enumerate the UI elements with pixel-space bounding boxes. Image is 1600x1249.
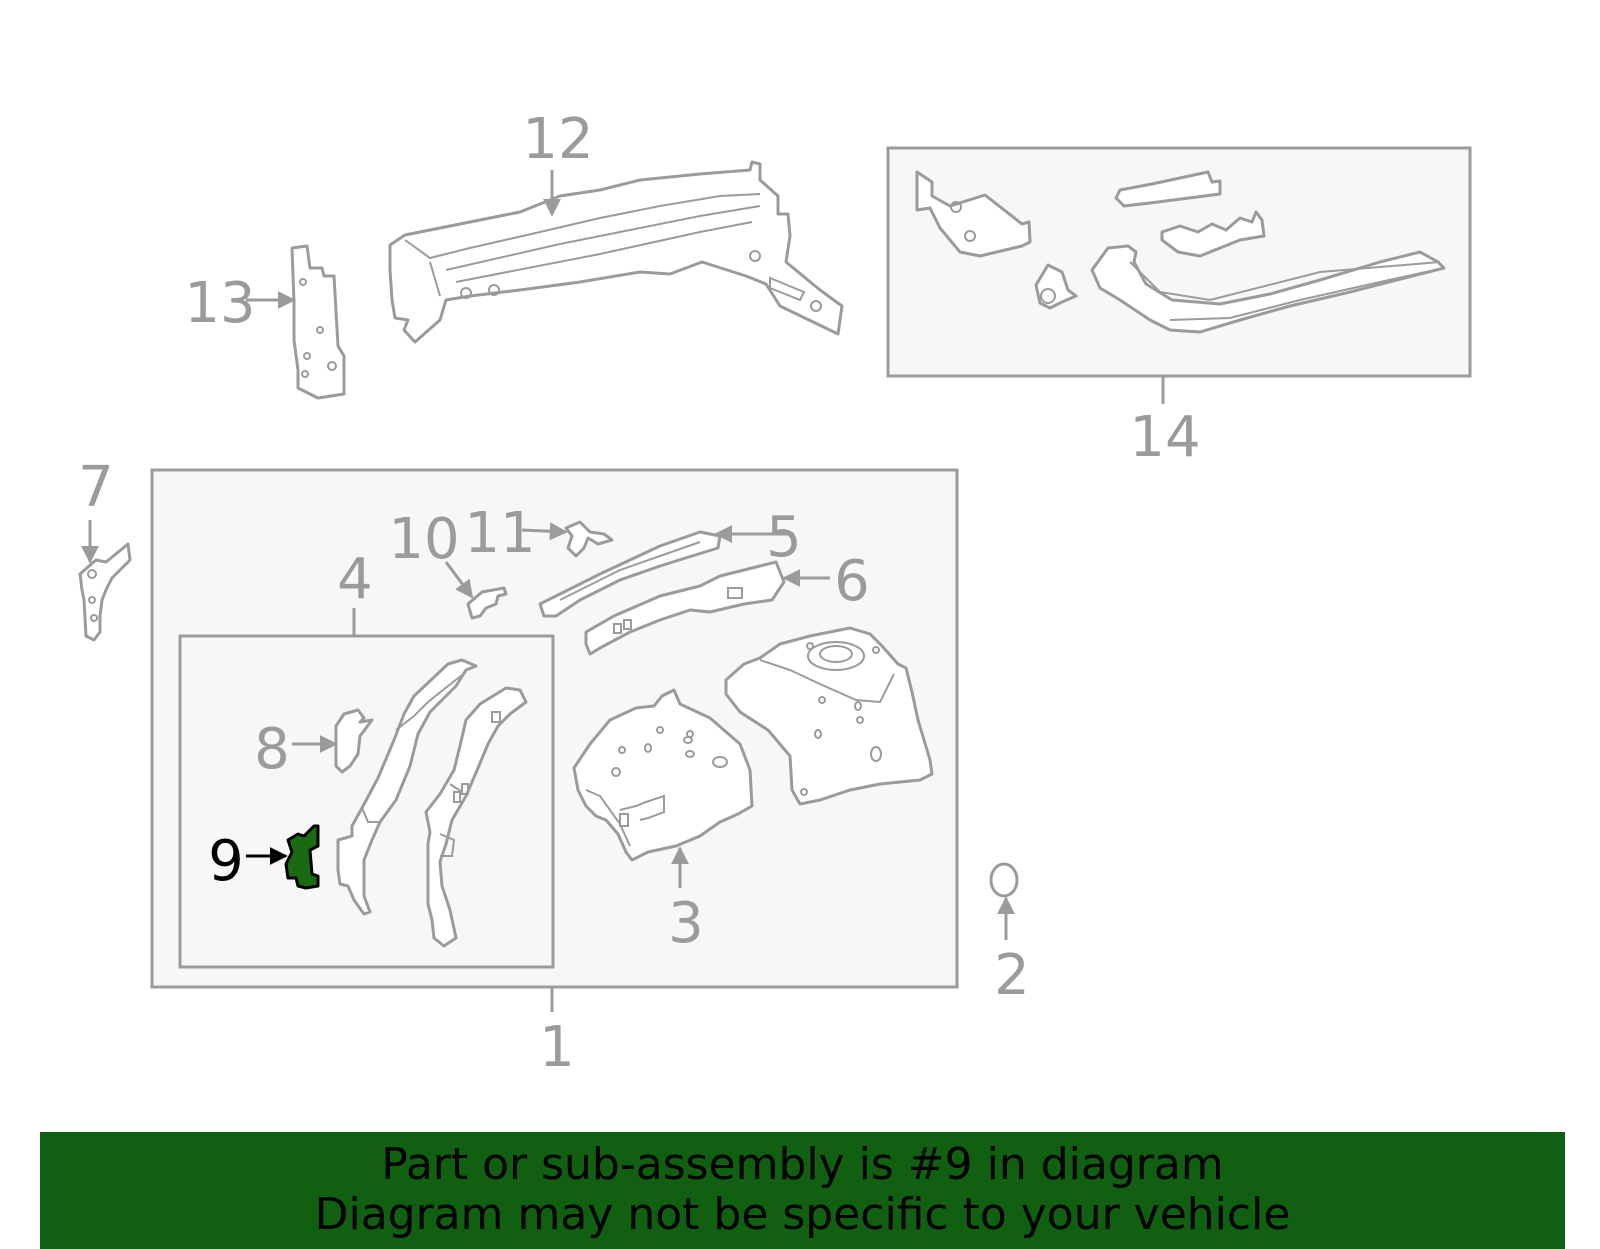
part-shock-tower [724, 626, 934, 806]
callout-12: 12 [522, 107, 593, 172]
part-7-bracket [78, 542, 132, 642]
part-2-plug [989, 862, 1019, 898]
banner-line-2: Diagram may not be specific to your vehi… [314, 1189, 1291, 1240]
part-5-rail [538, 530, 722, 618]
part-6-rail [584, 560, 786, 656]
part-3-wheelhouse [572, 688, 754, 862]
part-14-small-mount [1034, 263, 1078, 310]
part-7-group: 7 [78, 455, 132, 642]
info-banner: Part or sub-assembly is #9 in diagram Di… [40, 1132, 1565, 1249]
part-2-group: 2 [989, 862, 1030, 1008]
part-14-gusset [1160, 210, 1266, 258]
callout-11: 11 [464, 501, 535, 566]
callout-7: 7 [78, 455, 114, 520]
callout-10: 10 [388, 507, 459, 572]
callout-5: 5 [766, 505, 802, 570]
callout-2: 2 [994, 943, 1030, 1008]
part-10-clip [466, 586, 508, 620]
callout-9: 9 [208, 829, 244, 894]
part-12-crossmember [388, 160, 844, 344]
assembly-box-1: 1 10 11 5 6 3 [150, 468, 959, 1080]
part-14-bracket [915, 170, 1032, 258]
part-8-bracket [334, 708, 374, 774]
part-14-upper-rail [1114, 170, 1222, 208]
callout-3: 3 [668, 891, 704, 956]
callout-4: 4 [337, 547, 373, 612]
part-pillar-left [336, 658, 478, 916]
callout-6: 6 [834, 549, 870, 614]
assembly-box-14: 14 [886, 146, 1472, 470]
part-14-long-rail [1090, 244, 1446, 334]
callout-1: 1 [539, 1015, 575, 1080]
callout-14: 14 [1129, 405, 1200, 470]
part-13-bracket [290, 244, 346, 400]
part-pillar-right [424, 686, 528, 948]
banner-line-1: Part or sub-assembly is #9 in diagram [381, 1139, 1224, 1190]
callout-13: 13 [184, 271, 255, 336]
part-9-highlighted[interactable] [284, 824, 320, 890]
assembly-box-4: 4 8 9 [178, 547, 555, 969]
part-12-group: 12 [388, 107, 844, 344]
callout-8: 8 [254, 717, 290, 782]
part-13-group: 13 [184, 244, 346, 400]
part-11-clip [564, 520, 614, 558]
